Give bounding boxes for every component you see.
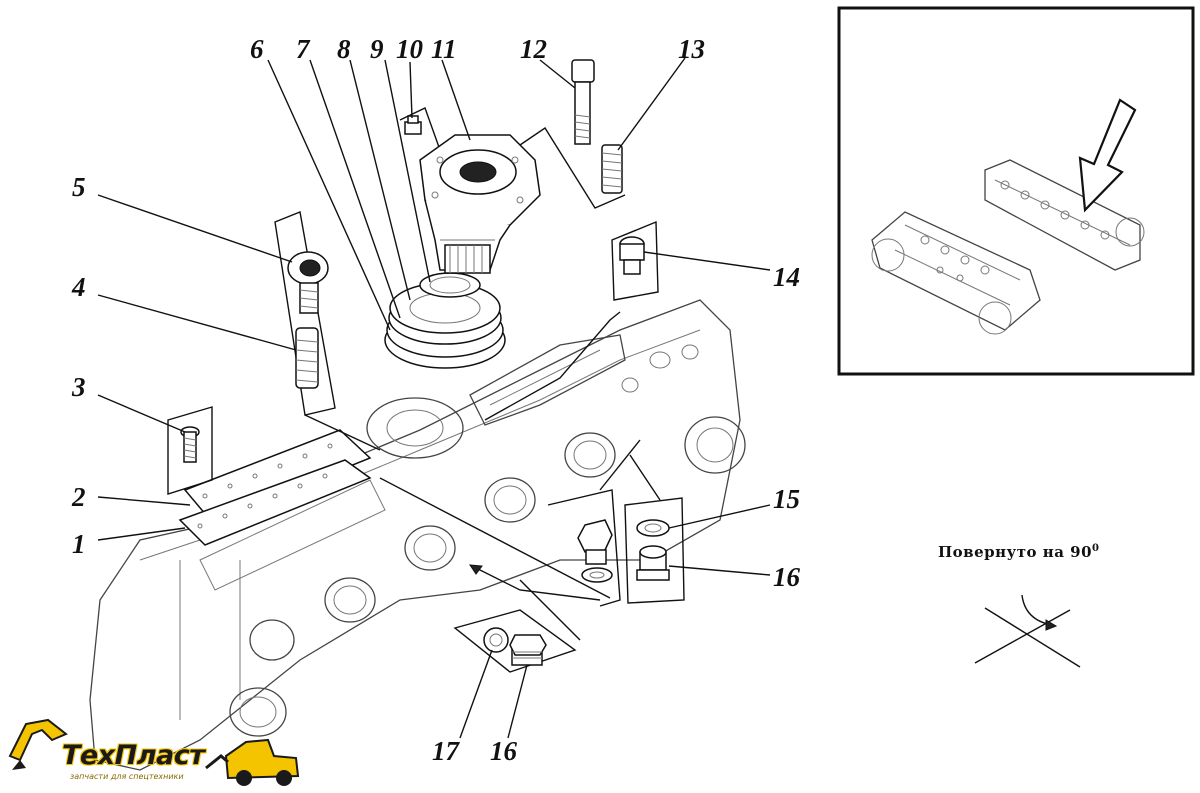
washer-plug-right [636, 519, 670, 581]
drive-housing-part [419, 134, 541, 274]
callout-14: 14 [773, 262, 800, 292]
logo-tagline: запчасти для спецтехники [70, 772, 184, 781]
callout-7: 7 [296, 34, 311, 64]
leader-line [469, 564, 601, 601]
arrowhead [469, 564, 483, 575]
callout-6: 6 [250, 34, 264, 64]
cover-plate [178, 429, 372, 546]
stud-part [295, 327, 319, 389]
callout-8: 8 [337, 34, 351, 64]
leader-line [379, 477, 611, 599]
callout-3: 3 [71, 372, 86, 402]
callout-5: 5 [72, 172, 86, 202]
callout-leaders [97, 57, 771, 739]
callout-2: 2 [71, 482, 86, 512]
washer-plug-bottom [483, 627, 547, 666]
callout-9: 9 [370, 34, 384, 64]
callout-labels: 1 2 3 4 5 6 7 8 9 10 11 12 13 14 15 16 1… [71, 34, 801, 766]
seal-rings [384, 272, 506, 369]
techplast-logo [8, 718, 300, 786]
logo-text: ТехПласт [62, 740, 205, 771]
breather-plug-part [619, 236, 645, 275]
leader-line [519, 579, 581, 641]
bracket-frames [167, 107, 685, 673]
callout-4: 4 [71, 272, 86, 302]
screw-part [180, 426, 200, 463]
plug-washer-middle [577, 519, 613, 583]
rotation-symbol [974, 594, 1081, 668]
arrow-pointing-down-icon [1078, 98, 1137, 213]
threaded-stud-part [601, 144, 623, 194]
bolt-part [571, 59, 595, 145]
callout-16: 16 [490, 736, 518, 766]
callout-12: 12 [520, 34, 547, 64]
callout-13: 13 [678, 34, 705, 64]
callout-10: 10 [396, 34, 424, 64]
small-plug-part [404, 115, 422, 135]
rotation-note: Повернуто на 900 [938, 543, 1100, 561]
callout-17: 17 [432, 736, 461, 766]
callout-1: 1 [72, 529, 86, 559]
inset-view [837, 6, 1195, 376]
callout-16: 16 [773, 562, 801, 592]
eye-bolt-part [287, 251, 329, 314]
callout-11: 11 [431, 34, 457, 64]
callout-15: 15 [773, 484, 800, 514]
